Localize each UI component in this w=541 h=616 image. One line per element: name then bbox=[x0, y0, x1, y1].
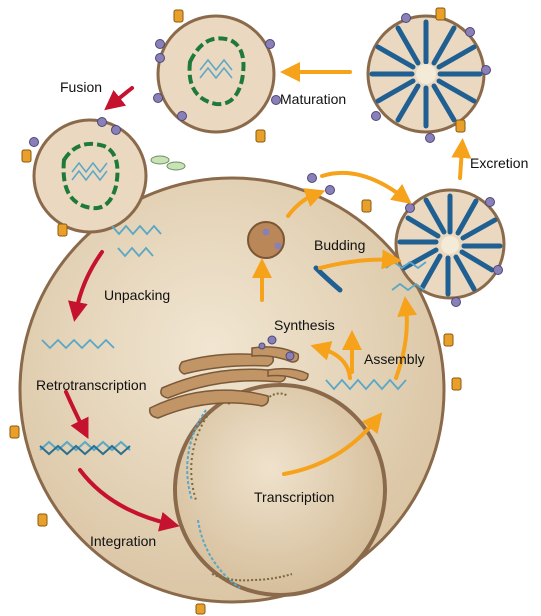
vesicle-icon bbox=[248, 222, 284, 258]
co-receptor-icon bbox=[151, 156, 185, 170]
label-unpacking: Unpacking bbox=[104, 287, 170, 303]
label-fusion: Fusion bbox=[60, 79, 102, 95]
free-virion-icon bbox=[158, 16, 274, 132]
label-excretion: Excretion bbox=[470, 155, 528, 171]
label-assembly: Assembly bbox=[364, 351, 425, 367]
label-maturation: Maturation bbox=[280, 91, 346, 107]
label-integration: Integration bbox=[90, 533, 156, 549]
label-retrotranscription: Retrotranscription bbox=[36, 377, 147, 393]
label-budding: Budding bbox=[314, 237, 365, 253]
fusing-virion-icon bbox=[34, 120, 146, 232]
label-transcription: Transcription bbox=[254, 489, 334, 505]
label-synthesis: Synthesis bbox=[274, 317, 335, 333]
